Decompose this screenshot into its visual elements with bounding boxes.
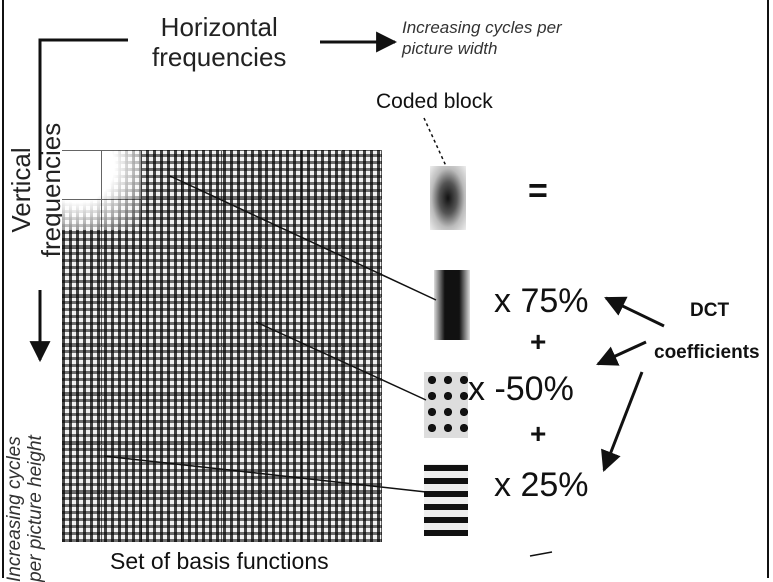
basis-block-3 — [424, 464, 468, 536]
right-border — [767, 0, 769, 578]
dct-arrow-2 — [596, 340, 647, 366]
horizontal-title-line2: frequencies — [152, 42, 287, 72]
left-border — [2, 0, 4, 578]
horizontal-title-line1: Horizontal — [160, 12, 278, 42]
coefficient-1: x 75% — [494, 282, 589, 320]
dct-arrow-1 — [604, 296, 665, 328]
basis-block-2 — [424, 372, 468, 438]
plus-sign-1: + — [530, 326, 547, 357]
dct-arrow-3 — [601, 371, 644, 472]
horizontal-increasing-note: Increasing cycles per picture width — [402, 17, 562, 59]
horizontal-frequencies-title: Horizontal frequencies — [152, 12, 286, 72]
corner-bracket — [38, 38, 128, 170]
coefficient-3: x 25% — [494, 466, 589, 504]
connector-line-3 — [103, 455, 427, 493]
grid-cell-lines — [62, 150, 382, 542]
horizontal-note-line1: Increasing cycles per — [402, 18, 562, 37]
basis-functions-label: Set of basis functions — [110, 548, 329, 574]
coded-block-pointer — [423, 117, 447, 167]
connector-line-2 — [255, 321, 427, 401]
horizontal-note-line2: picture width — [402, 39, 498, 58]
plus-sign-2: + — [530, 418, 547, 449]
coded-block-image — [430, 166, 466, 230]
dct-coefficients-label: coefficients — [654, 342, 760, 363]
bottom-mark — [529, 551, 553, 557]
coded-block-label: Coded block — [376, 90, 493, 113]
dct-label: DCT — [690, 300, 730, 321]
basis-functions-grid — [62, 150, 382, 542]
equals-sign: = — [528, 172, 548, 210]
basis-block-1 — [434, 270, 470, 340]
coefficient-2: x -50% — [468, 370, 574, 408]
connector-line-1 — [169, 175, 437, 301]
